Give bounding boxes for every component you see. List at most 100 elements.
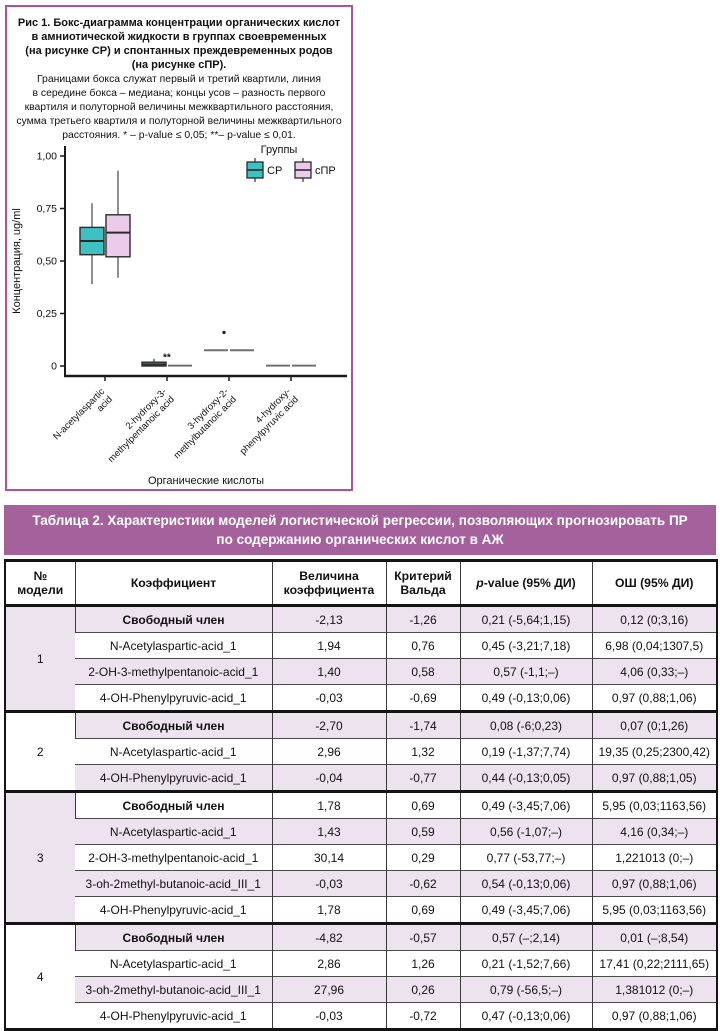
coefficient-value-cell: 30,14 [271,844,386,871]
coefficient-value-cell: -2,70 [271,710,386,739]
odds-ratio-cell: 5,95 (0,03;1163,56) [591,790,717,819]
pvalue-cell: 0,21 (-5,64;1,15) [459,604,592,633]
coefficient-value-cell: 1,78 [271,790,386,819]
pvalue-cell: 0,57 (-1,1;–) [459,658,592,685]
significance-label: ** [163,353,171,364]
wald-cell: -1,26 [385,604,460,633]
odds-ratio-cell: 0,12 (0;3,16) [591,604,717,633]
pvalue-cell: 0,49 (-3,45;7,06) [459,896,592,924]
model-number-cell: 3 [5,790,75,924]
coefficient-value-cell: 2,86 [271,950,386,977]
wald-cell: 0,69 [385,790,460,819]
coefficient-value-cell: -0,03 [271,1002,386,1030]
figure-caption-line: в середине бокса – медиана; концы усов –… [32,88,326,99]
coefficient-cell: 3-oh-2methyl-butanoic-acid_III_1 [75,870,272,897]
pvalue-cell: 0,21 (-1,52;7,66) [459,950,592,977]
wald-cell: 0,26 [385,976,460,1003]
wald-cell: -0,69 [385,684,460,712]
odds-ratio-cell: 1,221013 (0;–) [591,844,717,871]
coefficient-value-cell: -4,82 [271,922,386,951]
coefficient-value-cell: 1,78 [271,896,386,924]
odds-ratio-cell: 4,16 (0,34;–) [591,818,717,845]
figure-title-line: в амниотической жидкости в группах своев… [31,31,327,43]
coefficient-cell: 4-OH-Phenylpyruvic-acid_1 [75,764,272,792]
wald-cell: -1,74 [385,710,460,739]
figure-caption-line: Границами бокса служат первый и третий к… [37,74,321,85]
odds-ratio-cell: 0,97 (0,88;1,06) [591,684,717,712]
col-header-model-number: № модели [5,560,75,607]
coefficient-cell: N-Acetylaspartic-acid_1 [75,950,272,977]
coefficient-value-cell: 1,94 [271,632,386,659]
wald-cell: 0,69 [385,896,460,924]
figure-title: Рис 1. Бокс-диаграмма концентрации орган… [7,16,351,72]
coefficient-cell: Свободный член [74,790,272,819]
pvalue-cell: 0,49 (-3,45;7,06) [459,790,592,819]
col-header-odds-ratio: ОШ (95% ДИ) [591,560,717,607]
figure-title-line: Рис 1. Бокс-диаграмма концентрации орган… [17,17,341,29]
coefficient-cell: Свободный член [74,604,272,633]
legend-label: СР [267,165,282,177]
coefficient-cell: 2-OH-3-methylpentanoic-acid_1 [75,658,272,685]
table-header-row: № модели Коэффициент Величина коэффициен… [5,560,717,607]
odds-ratio-cell: 0,97 (0,88;1,06) [591,1002,717,1030]
wald-cell: -0,57 [385,922,460,951]
regression-table: № модели Коэффициент Величина коэффициен… [4,559,718,1031]
figure-title-line: (на рисунке СР) и спонтанных преждевреме… [25,45,333,57]
coefficient-cell: 4-OH-Phenylpyruvic-acid_1 [75,684,272,712]
model-number-cell: 4 [5,922,75,1030]
pvalue-cell: 0,44 (-0,13;0,05) [459,764,592,792]
odds-ratio-cell: 6,98 (0,04;1307,5) [591,632,717,659]
pvalue-cell: 0,77 (-53,77;–) [459,844,592,871]
coefficient-cell: Свободный член [74,922,272,951]
figure-panel: Рис 1. Бокс-диаграмма концентрации орган… [5,5,353,491]
odds-ratio-cell: 1,381012 (0;–) [591,976,717,1003]
pvalue-cell: 0,49 (-0,13;0,06) [459,684,592,712]
odds-ratio-cell: 0,07 (0;1,26) [591,710,717,739]
coefficient-value-cell: -0,03 [271,870,386,897]
odds-ratio-cell: 0,01 (–;8,54) [591,922,717,951]
odds-ratio-cell: 0,97 (0,88;1,06) [591,870,717,897]
wald-cell: 0,29 [385,844,460,871]
pvalue-cell: 0,79 (-56,5;–) [459,976,592,1003]
model-number-cell: 2 [5,710,75,792]
wald-cell: -0,72 [385,1002,460,1030]
coefficient-cell: 3-oh-2methyl-butanoic-acid_III_1 [75,976,272,1003]
coefficient-value-cell: -0,04 [271,764,386,792]
col-header-coefficient-value: Величина коэффициента [271,560,386,607]
odds-ratio-cell: 0,97 (0,88;1,05) [591,764,717,792]
y-tick-label: 1,00 [37,151,58,163]
wald-cell: 1,26 [385,950,460,977]
coefficient-cell: N-Acetylaspartic-acid_1 [75,738,272,765]
col-header-coefficient: Коэффициент [74,560,272,607]
pvalue-cell: 0,45 (-3,21;7,18) [459,632,592,659]
x-axis-title: Органические кислоты [148,475,264,487]
model-number-cell: 1 [5,604,75,712]
col-header-wald: Критерий Вальда [385,560,460,607]
coefficient-cell: 4-OH-Phenylpyruvic-acid_1 [75,896,272,924]
legend-label: сПР [315,165,336,177]
pvalue-cell: 0,47 (-0,13;0,06) [459,1002,592,1030]
coefficient-value-cell: 2,96 [271,738,386,765]
coefficient-value-cell: 1,40 [271,658,386,685]
x-category-label: 3-hydroxy-2-methylbutanoic acid [164,386,239,461]
pvalue-cell: 0,56 (-1,07;–) [459,818,592,845]
wald-cell: 0,59 [385,818,460,845]
wald-cell: -0,77 [385,764,460,792]
coefficient-cell: N-Acetylaspartic-acid_1 [75,818,272,845]
coefficient-cell: 2-OH-3-methylpentanoic-acid_1 [75,844,272,871]
coefficient-value-cell: -0,03 [271,684,386,712]
significance-dot [222,330,226,335]
y-tick-label: 0,75 [37,203,58,215]
x-category-label: 4-hydroxy-phenylpyruvic acid [230,386,301,457]
x-category-label: N-acetylasparticacid [51,386,115,450]
wald-cell: 0,58 [385,658,460,685]
col-header-pvalue: p-value (95% ДИ) [459,560,592,607]
